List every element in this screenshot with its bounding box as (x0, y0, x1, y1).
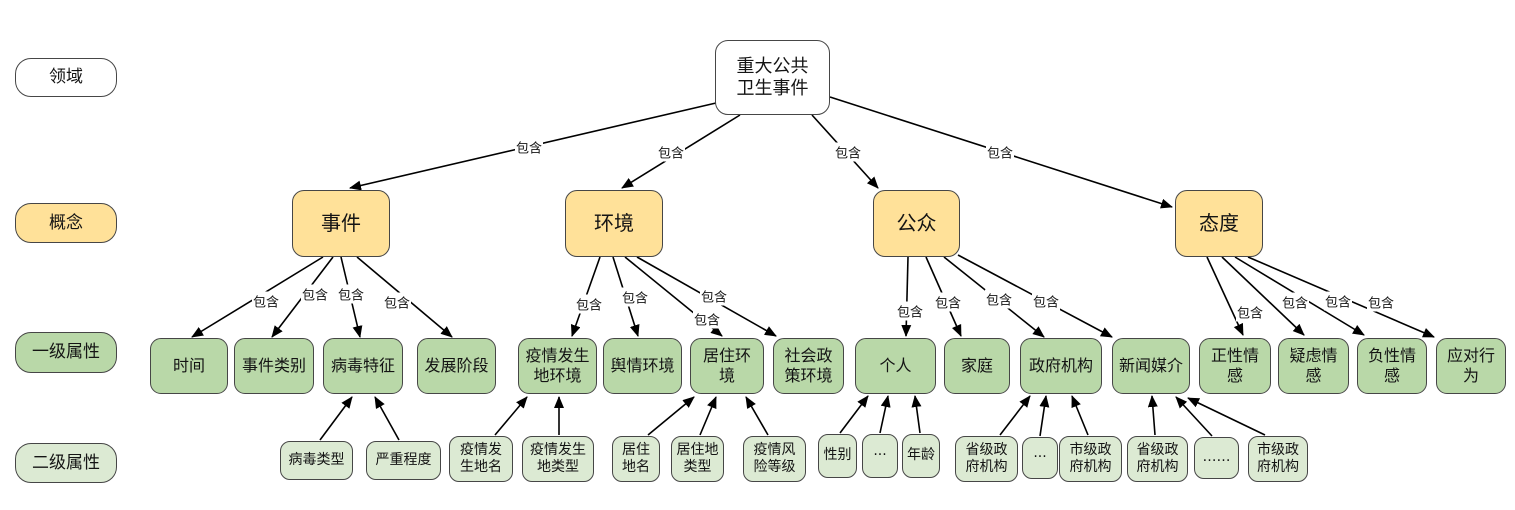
node-attr1-negative-emotion: 负性情 感 (1357, 338, 1427, 394)
node-attr1-individual: 个人 (855, 338, 936, 394)
node-attr1-positive-emotion: 正性情 感 (1199, 338, 1271, 394)
node-attr1-outbreak-site-environment: 疫情发生 地环境 (518, 338, 597, 394)
node-attr1-government-agency: 政府机构 (1020, 338, 1102, 394)
edge-label: 包含 (1366, 292, 1396, 312)
connector (1187, 397, 1266, 436)
connector (647, 396, 695, 436)
node-attr2-municipal-gov-1: 市级政 府机构 (1059, 436, 1122, 482)
edge-label: 包含 (514, 137, 544, 157)
edge-label: 包含 (933, 292, 963, 312)
node-concept-attitude: 态度 (1175, 190, 1263, 257)
connector (1071, 395, 1089, 436)
node-attr2-provincial-gov-1: 省级政 府机构 (955, 436, 1018, 482)
node-attr2-age: 年龄 (902, 434, 940, 478)
node-attr1-living-environment: 居住环 境 (690, 338, 764, 394)
node-attr1-development-stage: 发展阶段 (417, 338, 496, 394)
node-attr1-public-opinion-environment: 舆情环境 (603, 338, 682, 394)
edge-label: 包含 (300, 284, 330, 304)
connector (901, 256, 912, 337)
edge-label: 包含 (985, 142, 1015, 162)
connector (745, 396, 769, 436)
edge-label: 包含 (833, 142, 863, 162)
node-attr1-doubt-emotion: 疑虑情 感 (1278, 338, 1349, 394)
edge-label: 包含 (336, 284, 366, 304)
connector (1147, 395, 1158, 436)
node-attr2-residence-name: 居住 地名 (612, 436, 660, 482)
connector (911, 395, 922, 434)
node-attr2-risk-level: 疫情风 险等级 (743, 436, 806, 482)
node-attr2-municipal-gov-2: 市级政 府机构 (1248, 436, 1308, 482)
node-attr2-residence-type: 居住地 类型 (671, 436, 724, 482)
edge-label: 包含 (620, 287, 650, 307)
node-attr1-time: 时间 (150, 338, 228, 394)
edge-label: 包含 (1031, 291, 1061, 311)
node-attr2-outbreak-place-name: 疫情发 生地名 (449, 436, 513, 482)
node-attr2-ellipsis-1: ··· (862, 434, 898, 478)
edge-label: 包含 (656, 142, 686, 162)
node-attr1-virus-features: 病毒特征 (323, 338, 403, 394)
node-attr1-news-media: 新闻媒介 (1112, 338, 1190, 394)
connector (319, 396, 353, 441)
edge-label: 包含 (1280, 292, 1310, 312)
node-attr2-ellipsis-3: …… (1194, 437, 1239, 479)
node-attr2-virus-type: 病毒类型 (280, 441, 353, 480)
node-attr2-outbreak-place-type: 疫情发生 地类型 (522, 436, 594, 482)
connector (879, 395, 891, 434)
connector (1175, 396, 1213, 437)
edge-label: 包含 (251, 291, 281, 311)
edge-label: 包含 (984, 289, 1014, 309)
node-concept-public: 公众 (873, 190, 960, 257)
legend-concept: 概念 (15, 203, 117, 243)
node-root: 重大公共 卫生事件 (715, 40, 830, 115)
connector (999, 395, 1031, 436)
connector (374, 396, 400, 441)
edge-label: 包含 (1235, 302, 1265, 322)
connector (1221, 256, 1305, 336)
node-attr2-ellipsis-2: ··· (1022, 437, 1058, 479)
connector (1206, 256, 1244, 336)
node-attr2-provincial-gov-2: 省级政 府机构 (1127, 436, 1188, 482)
node-attr2-gender: 性别 (818, 434, 857, 478)
legend-attr1: 一级属性 (15, 332, 117, 373)
node-attr1-event-category: 事件类别 (234, 338, 314, 394)
edge-label: 包含 (699, 286, 729, 306)
node-concept-environment: 环境 (565, 190, 663, 257)
connector (699, 396, 717, 436)
edge-label: 包含 (895, 301, 925, 321)
node-concept-event: 事件 (292, 190, 390, 257)
connector (1039, 395, 1050, 437)
node-attr2-severity: 严重程度 (366, 441, 441, 480)
connector (839, 395, 869, 434)
node-attr1-family: 家庭 (944, 338, 1010, 394)
legend-attr2: 二级属性 (15, 443, 117, 483)
edge-label: 包含 (1323, 291, 1353, 311)
node-attr1-social-policy-environment: 社会政 策环境 (773, 338, 844, 394)
connector (494, 396, 528, 436)
node-attr1-coping-behavior: 应对行 为 (1436, 338, 1506, 394)
edge-label: 包含 (692, 309, 722, 329)
legend-domain: 领域 (15, 58, 117, 97)
edge-label: 包含 (382, 292, 412, 312)
edge-label: 包含 (574, 294, 604, 314)
